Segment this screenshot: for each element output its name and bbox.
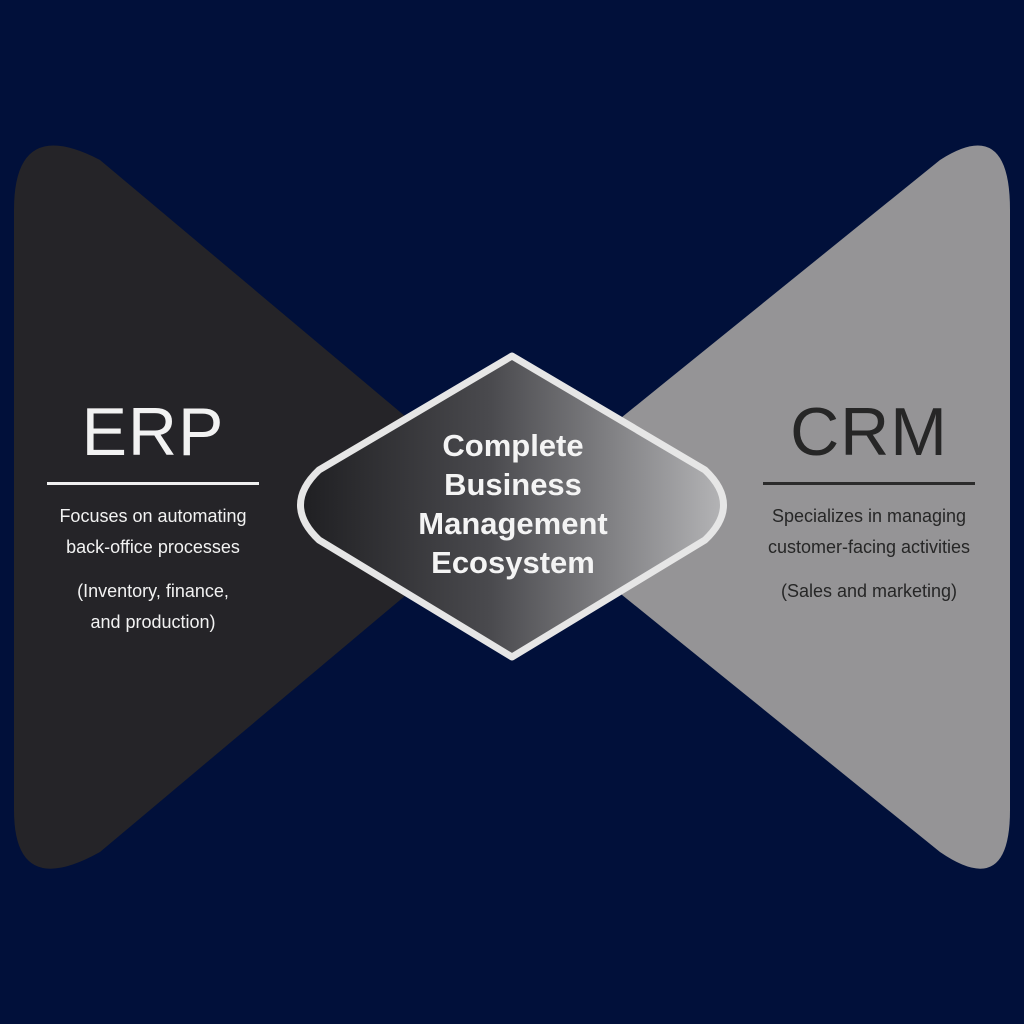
center-hexagon [297,352,727,661]
center-label-line-2: Business [444,467,582,502]
erp-note-line-1: (Inventory, finance, [77,581,229,601]
erp-divider [47,482,259,485]
crm-description-line-1: Specializes in managing [771,506,967,526]
erp-title: ERP [81,394,225,470]
center-label: Complete Business Management Ecosystem [382,426,644,582]
erp-description-line-1: Focuses on automating [59,506,247,526]
erp-description-line-2: back-office processes [66,537,240,557]
crm-panel-shape [512,145,1010,869]
crm-divider [763,482,975,485]
crm-title: CRM [790,394,948,470]
center-label-line-3: Management [418,506,608,541]
erp-section: ERP Focuses on automating back-office pr… [40,390,266,638]
crm-description-line-2: customer-facing activities [767,537,971,557]
center-label-line-1: Complete [442,428,584,463]
crm-note-line-1: (Sales and marketing) [780,581,958,601]
center-label-line-4: Ecosystem [431,545,595,580]
erp-panel-shape [14,145,512,869]
erp-note-line-2: and production) [90,612,216,632]
crm-section: CRM Specializes in managing customer-fac… [746,390,992,607]
